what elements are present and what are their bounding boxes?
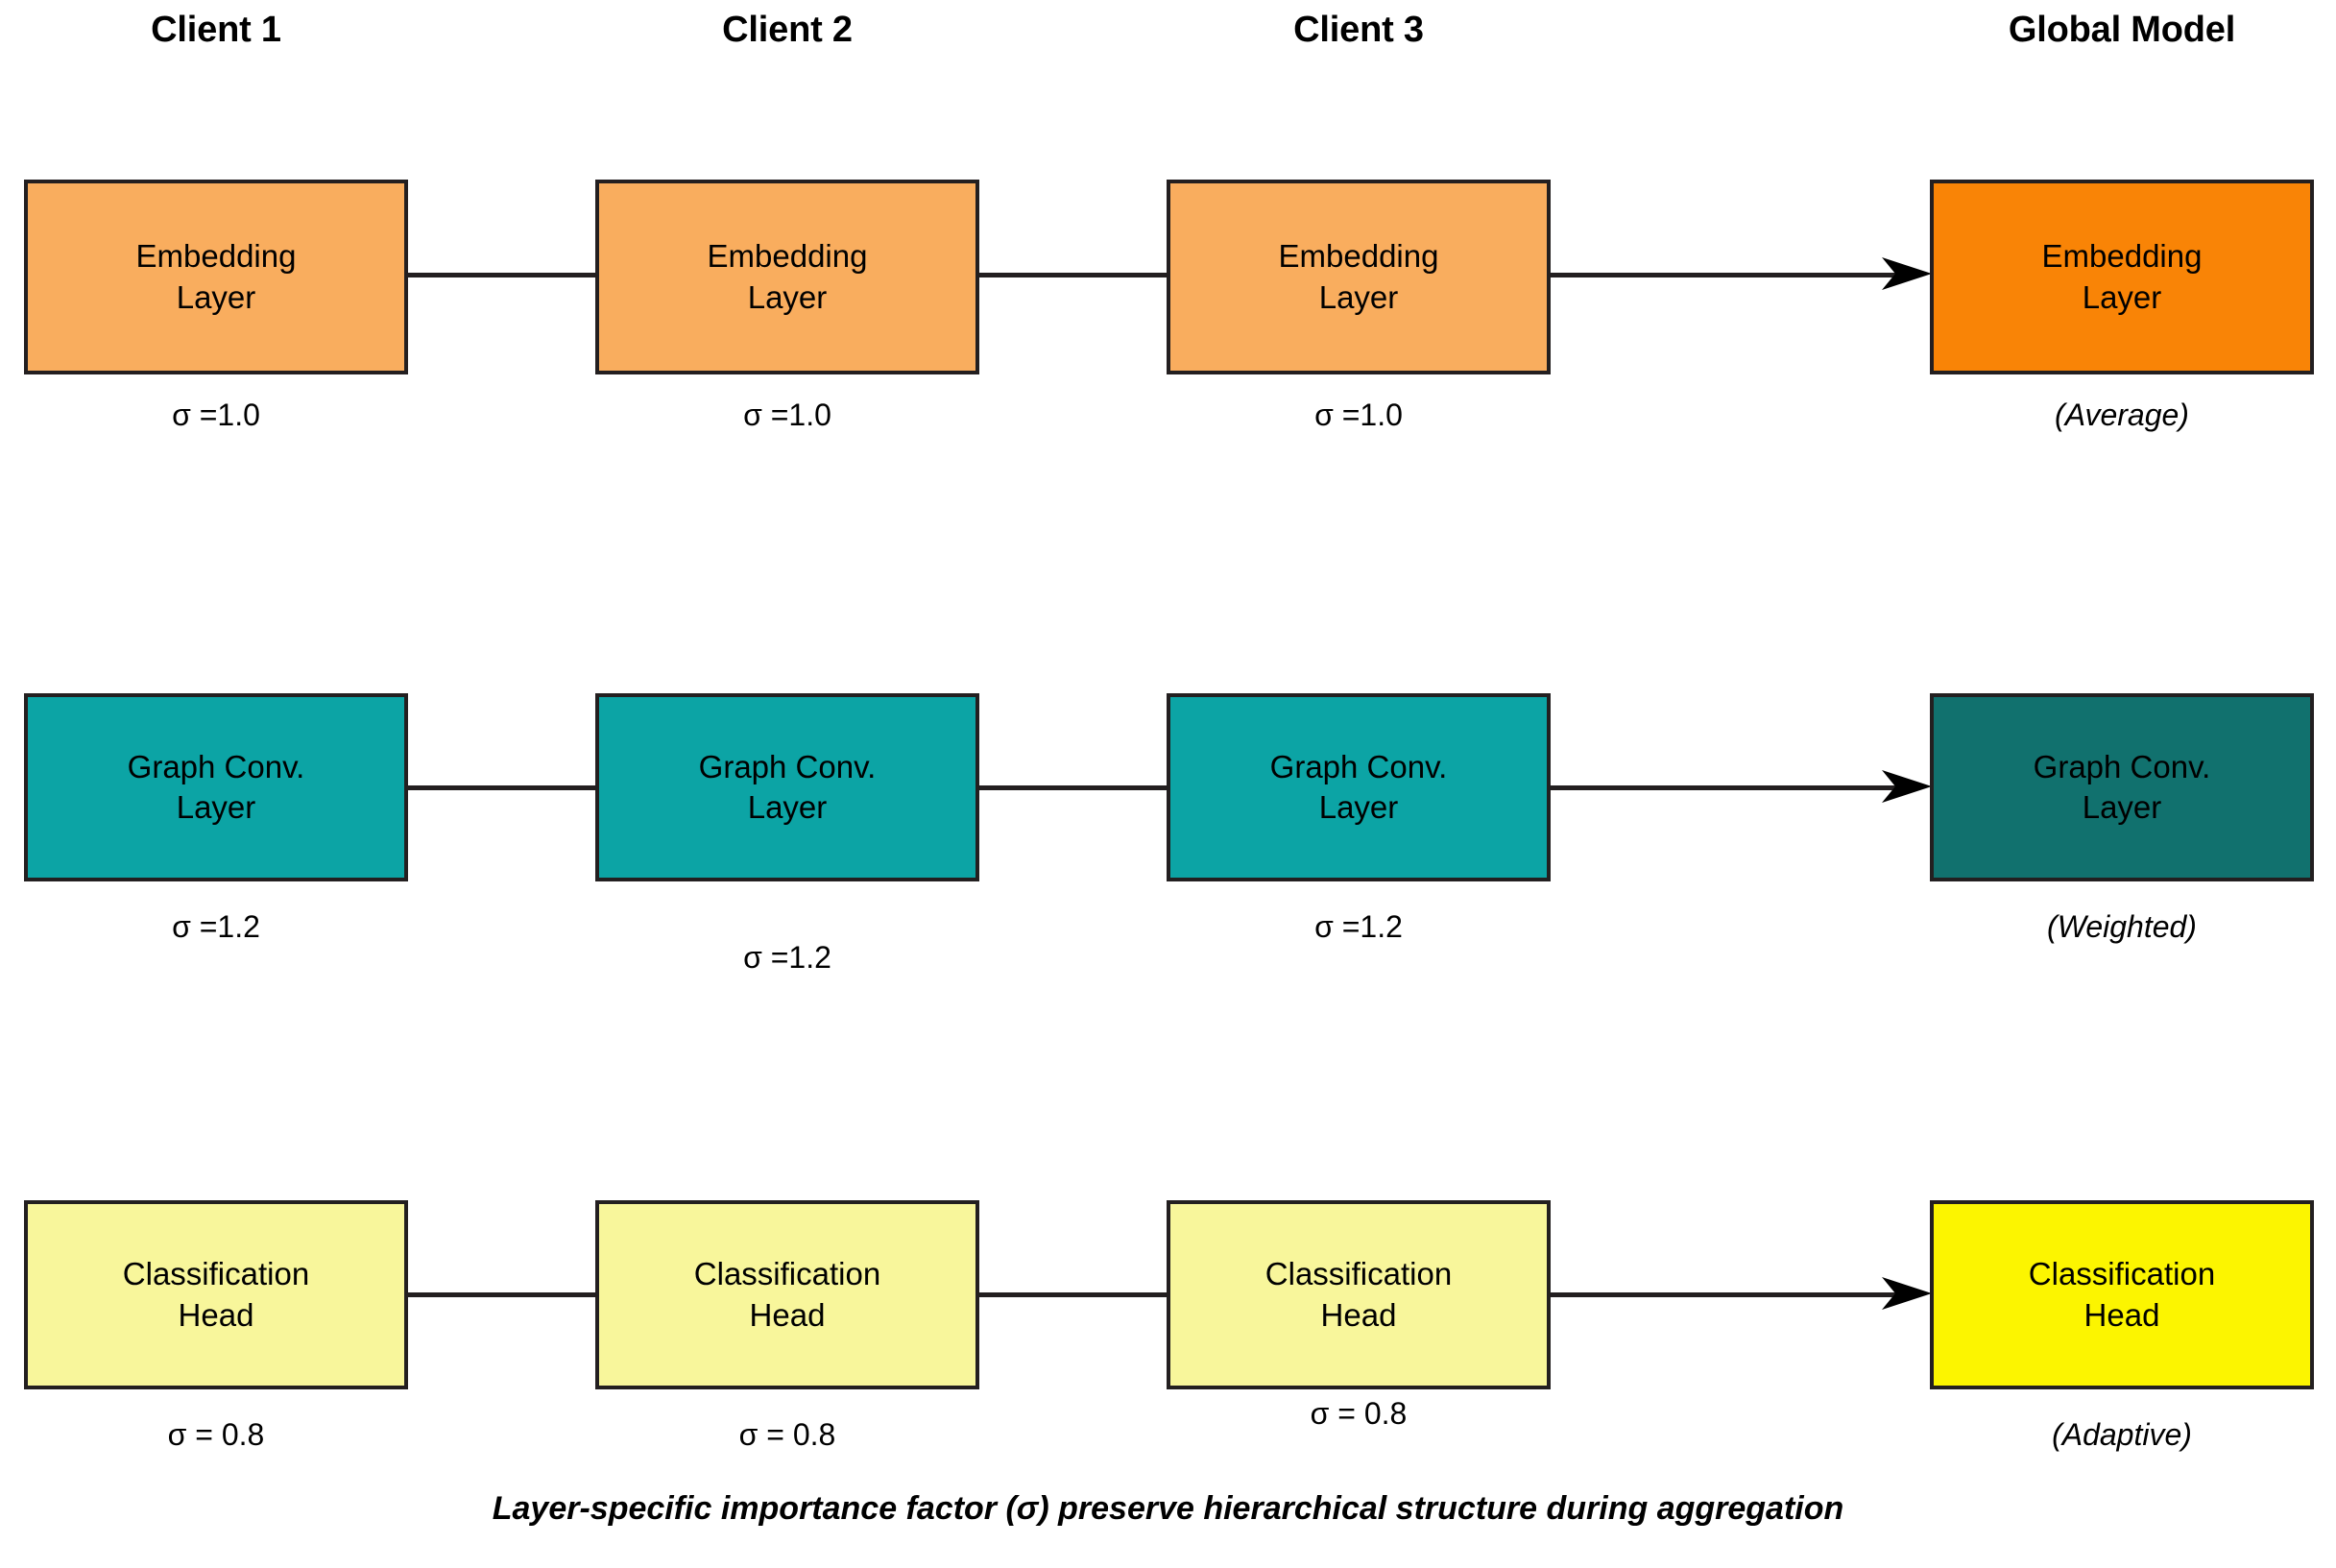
sigma-label-client-3-row3: σ = 0.8 xyxy=(1310,1396,1408,1431)
box-client-3-embedding-layer[interactable]: Embedding Layer xyxy=(1167,180,1551,374)
box-label: Graph Conv. Layer xyxy=(698,748,877,825)
sigma-label-client-1-row3: σ = 0.8 xyxy=(167,1417,265,1452)
box-client-2-classification-head[interactable]: Classification Head xyxy=(595,1200,979,1389)
arrowhead-row1-icon xyxy=(1882,257,1932,290)
box-global-classification-head[interactable]: Classification Head xyxy=(1930,1200,2314,1389)
connector-row2-c1-c2 xyxy=(404,785,599,790)
box-label: Classification Head xyxy=(122,1256,310,1333)
sigma-label-client-2-row1: σ =1.0 xyxy=(743,398,831,432)
box-client-2-embedding-layer[interactable]: Embedding Layer xyxy=(595,180,979,374)
box-label: Classification Head xyxy=(2028,1256,2216,1333)
box-client-1-embedding-layer[interactable]: Embedding Layer xyxy=(24,180,408,374)
arrowhead-row2-icon xyxy=(1882,770,1932,803)
sigma-label-client-2-row2: σ =1.2 xyxy=(743,940,831,975)
column-header-client-1: Client 1 xyxy=(151,10,281,50)
box-label: Embedding Layer xyxy=(135,238,297,315)
box-label: Graph Conv. Layer xyxy=(1269,748,1448,825)
box-client-3-classification-head[interactable]: Classification Head xyxy=(1167,1200,1551,1389)
sigma-label-client-3-row1: σ =1.0 xyxy=(1314,398,1403,432)
box-label: Graph Conv. Layer xyxy=(2033,748,2211,825)
box-client-3-graph-conv-layer[interactable]: Graph Conv. Layer xyxy=(1167,693,1551,881)
box-client-1-graph-conv-layer[interactable]: Graph Conv. Layer xyxy=(24,693,408,881)
connector-row2-c3-global xyxy=(1547,785,1900,790)
box-label: Embedding Layer xyxy=(1278,238,1439,315)
box-client-2-graph-conv-layer[interactable]: Graph Conv. Layer xyxy=(595,693,979,881)
aggregation-label-row3: (Adaptive) xyxy=(2052,1417,2192,1452)
box-client-1-classification-head[interactable]: Classification Head xyxy=(24,1200,408,1389)
arrowhead-row3-icon xyxy=(1882,1277,1932,1310)
box-label: Graph Conv. Layer xyxy=(127,748,305,825)
box-label: Embedding Layer xyxy=(707,238,868,315)
aggregation-label-row2: (Weighted) xyxy=(2047,909,2197,944)
sigma-label-client-2-row3: σ = 0.8 xyxy=(738,1417,836,1452)
box-global-graph-conv-layer[interactable]: Graph Conv. Layer xyxy=(1930,693,2314,881)
connector-row3-c1-c2 xyxy=(404,1292,599,1297)
column-header-client-2: Client 2 xyxy=(722,10,853,50)
sigma-label-client-1-row1: σ =1.0 xyxy=(172,398,260,432)
sigma-label-client-1-row2: σ =1.2 xyxy=(172,909,260,944)
footer-caption: Layer-specific importance factor (σ) pre… xyxy=(492,1490,1844,1527)
box-label: Classification Head xyxy=(693,1256,881,1333)
column-header-global-model: Global Model xyxy=(2008,10,2236,50)
connector-row3-c3-global xyxy=(1547,1292,1900,1297)
connector-row3-c2-c3 xyxy=(975,1292,1170,1297)
box-label: Embedding Layer xyxy=(2041,238,2203,315)
connector-row1-c3-global xyxy=(1547,273,1900,277)
box-global-embedding-layer[interactable]: Embedding Layer xyxy=(1930,180,2314,374)
sigma-label-client-3-row2: σ =1.2 xyxy=(1314,909,1403,944)
connector-row1-c1-c2 xyxy=(404,273,599,277)
connector-row2-c2-c3 xyxy=(975,785,1170,790)
aggregation-label-row1: (Average) xyxy=(2055,398,2189,432)
box-label: Classification Head xyxy=(1264,1256,1453,1333)
column-header-client-3: Client 3 xyxy=(1293,10,1424,50)
connector-row1-c2-c3 xyxy=(975,273,1170,277)
